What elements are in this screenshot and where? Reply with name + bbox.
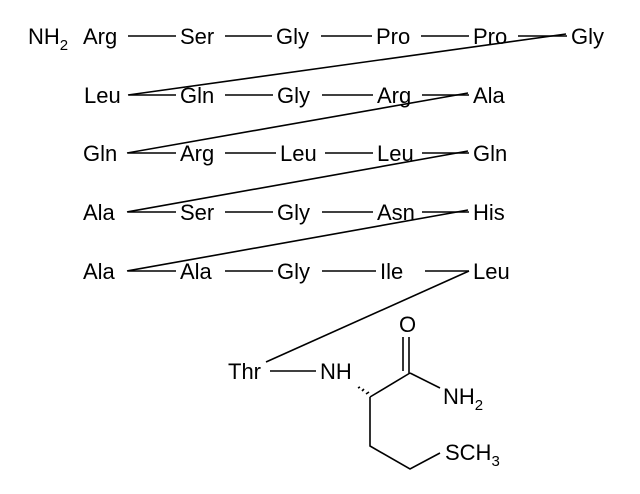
nh-label: NH	[320, 359, 352, 384]
residue-label: Leu	[473, 259, 510, 284]
residue-label: Gln	[83, 141, 117, 166]
residue-label: Ala	[83, 200, 116, 225]
thr-label: Thr	[228, 359, 261, 384]
residue-label: Gly	[277, 83, 310, 108]
residue-label: Asn	[377, 200, 415, 225]
wrap-bond	[126, 92, 469, 154]
wrap-bond	[265, 270, 470, 363]
residue-label: Ala	[473, 83, 506, 108]
residue-label: Ser	[180, 200, 214, 225]
residue-label: Leu	[84, 83, 121, 108]
residue-label: Gly	[277, 259, 310, 284]
side-chain-label: SCH3	[445, 440, 500, 470]
residue-label: His	[473, 200, 505, 225]
residue-label: Ile	[380, 259, 403, 284]
residue-label: Ala	[83, 259, 116, 284]
residue-label: Arg	[377, 83, 411, 108]
residue-label: Gln	[180, 83, 214, 108]
residue-label: Pro	[473, 24, 507, 49]
c-terminal-bonds	[270, 337, 441, 470]
residue-label: Gly	[277, 200, 310, 225]
wrap-bond	[127, 33, 567, 96]
bonds	[126, 33, 567, 363]
residue-label: Ala	[180, 259, 213, 284]
carbonyl-amide-bond	[409, 372, 441, 389]
wrap-bond	[126, 209, 469, 272]
n-terminus-label: NH2	[28, 24, 68, 54]
residue-label: Gly	[276, 24, 309, 49]
hashed-wedge-bond	[357, 386, 370, 395]
residue-label: Gly	[571, 24, 604, 49]
amide-label: NH2	[443, 384, 483, 414]
oxygen-label: O	[399, 312, 416, 337]
residue-label: Leu	[377, 141, 414, 166]
wrap-bond	[126, 150, 469, 213]
residue-label: Leu	[280, 141, 317, 166]
residue-label: Arg	[180, 141, 214, 166]
residue-label: Gln	[473, 141, 507, 166]
residue-label: Arg	[83, 24, 117, 49]
residue-label: Ser	[180, 24, 214, 49]
calpha-carbonyl-bond	[369, 372, 411, 398]
side-chain-bonds	[369, 397, 441, 470]
residue-label: Pro	[376, 24, 410, 49]
